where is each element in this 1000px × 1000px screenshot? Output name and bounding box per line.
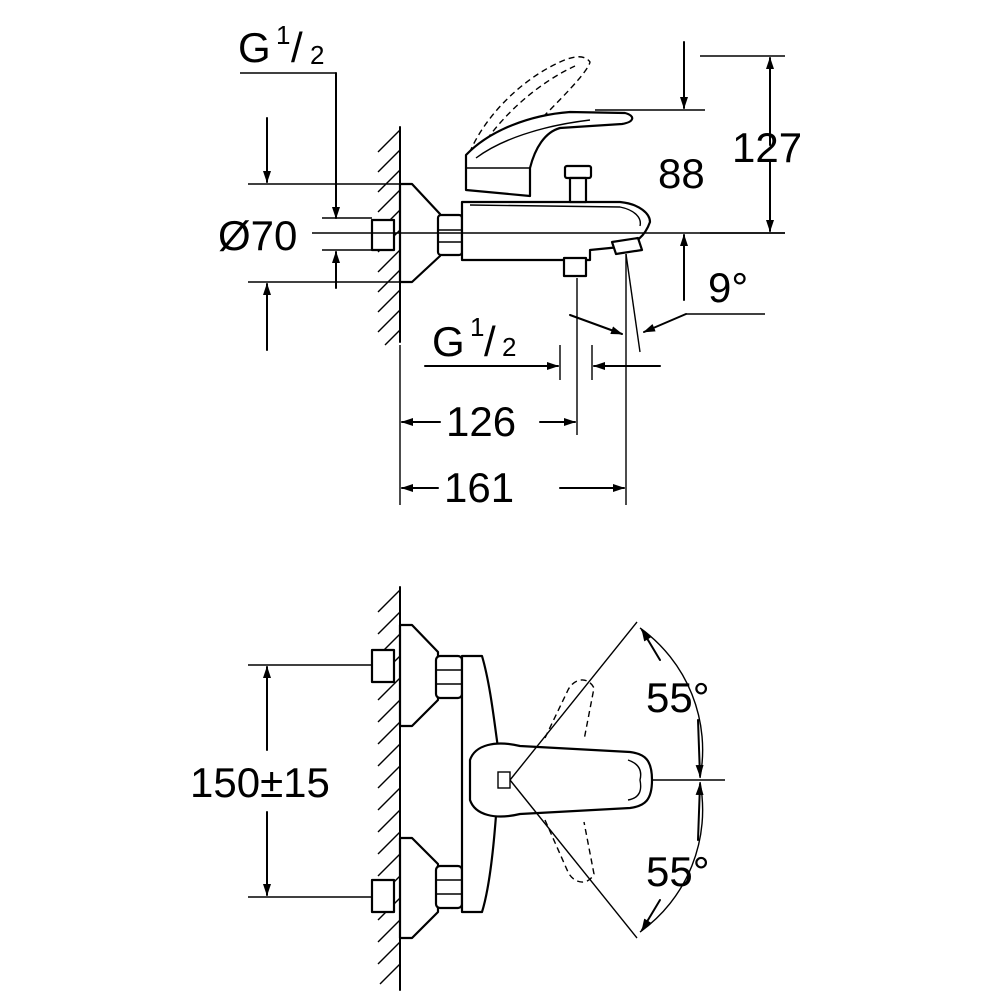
lever-handle-top: [468, 742, 654, 818]
spout-outlet: [610, 236, 644, 256]
lever-handle: [464, 110, 634, 198]
angle-9-label: 9°: [708, 264, 748, 311]
length-161-label: 161: [444, 464, 514, 511]
nut-lower: [434, 864, 464, 910]
lever-raised-outline: [465, 56, 591, 163]
spacing-label: 150±15: [190, 759, 330, 806]
wall-hatch-top: [377, 586, 401, 991]
connector-lower: [370, 878, 396, 914]
angle-lower-label: 55°: [646, 848, 710, 895]
thread-fraction-bottom-denominator: 2: [502, 332, 516, 362]
thread-fraction-top-numerator: 1: [276, 20, 290, 50]
rosette-lower: [398, 836, 440, 940]
thread-fraction-top-slash: /: [291, 24, 303, 71]
lever-swivel-outlines: [544, 679, 595, 883]
nut-upper: [434, 654, 464, 700]
thread-label-bottom: G: [432, 318, 465, 365]
wall-connector: [370, 218, 396, 252]
length-126-label: 126: [446, 398, 516, 445]
diameter-label: Ø70: [218, 212, 297, 259]
height-88-label: 88: [658, 150, 705, 197]
thread-fraction-top-denominator: 2: [310, 40, 324, 70]
side-view: G 1 / 2 Ø70 127 88 9° G 1: [218, 20, 802, 511]
thread-label-top: G: [238, 24, 271, 71]
connector-upper: [370, 648, 396, 684]
rosette-upper: [398, 623, 440, 728]
thread-fraction-bottom-numerator: 1: [470, 312, 484, 342]
top-view: 55° 55° 150±15: [190, 586, 725, 991]
angle-upper-label: 55°: [646, 674, 710, 721]
diverter-knob: [563, 164, 593, 180]
shower-outlet: [562, 256, 588, 278]
thread-fraction-bottom-slash: /: [484, 318, 496, 365]
height-127-label: 127: [732, 124, 802, 171]
mounting-nut: [436, 213, 464, 257]
